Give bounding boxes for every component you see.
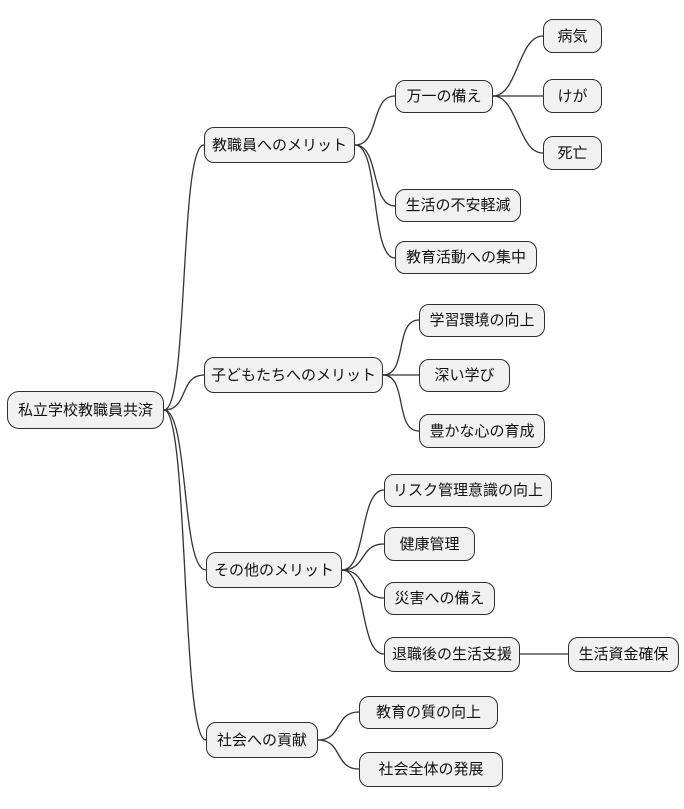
node-illness: 病気 <box>543 19 602 53</box>
node-risk-awareness: リスク管理意識の向上 <box>384 474 552 507</box>
node-living-funds: 生活資金確保 <box>568 637 679 672</box>
node-emergency-preparedness: 万一の備え <box>395 80 493 113</box>
node-deep-learning: 深い学び <box>419 359 510 392</box>
edge-emergency-to-death <box>492 95 544 154</box>
edge-other-to-risk <box>341 489 385 571</box>
node-focus-on-education: 教育活動への集中 <box>395 241 537 274</box>
edge-other-to-disaster <box>341 569 385 599</box>
edge-root-to-children-benefits <box>163 374 205 411</box>
node-reduced-life-anxiety: 生活の不安軽減 <box>395 189 521 222</box>
edge-staff-to-anxiety <box>354 144 396 207</box>
edge-staff-to-focus <box>354 144 396 259</box>
node-better-learning-environment: 学習環境の向上 <box>419 304 545 337</box>
node-disaster-preparedness: 災害への備え <box>384 582 495 615</box>
edge-staff-to-emergency <box>354 95 396 146</box>
edge-root-to-staff-benefits <box>163 144 205 411</box>
edge-emergency-to-illness <box>492 35 544 97</box>
edge-root-to-other-benefits <box>163 409 207 571</box>
edge-social-to-quality <box>317 711 360 741</box>
node-private-school-mutual-aid: 私立学校教職員共済 <box>7 391 164 429</box>
edge-social-to-society <box>317 739 360 770</box>
node-social-contribution: 社会への貢献 <box>206 722 318 758</box>
node-benefits-for-children: 子どもたちへのメリット <box>204 357 383 393</box>
node-health-management: 健康管理 <box>384 527 475 561</box>
edge-other-to-retirement <box>341 569 385 655</box>
node-benefits-for-staff: 教職員へのメリット <box>204 127 355 163</box>
node-rich-heart-development: 豊かな心の育成 <box>419 414 545 448</box>
node-post-retirement-support: 退職後の生活支援 <box>384 637 520 672</box>
node-death: 死亡 <box>543 136 602 170</box>
node-education-quality: 教育の質の向上 <box>359 696 498 729</box>
node-injury: けが <box>543 79 602 113</box>
node-society-development: 社会全体の発展 <box>359 752 503 787</box>
edge-children-to-environment <box>382 319 420 376</box>
edge-other-to-health <box>341 543 385 571</box>
edge-children-to-rich-heart <box>382 374 420 432</box>
edge-root-to-social-contribution <box>163 409 207 741</box>
node-other-benefits: その他のメリット <box>206 552 342 588</box>
